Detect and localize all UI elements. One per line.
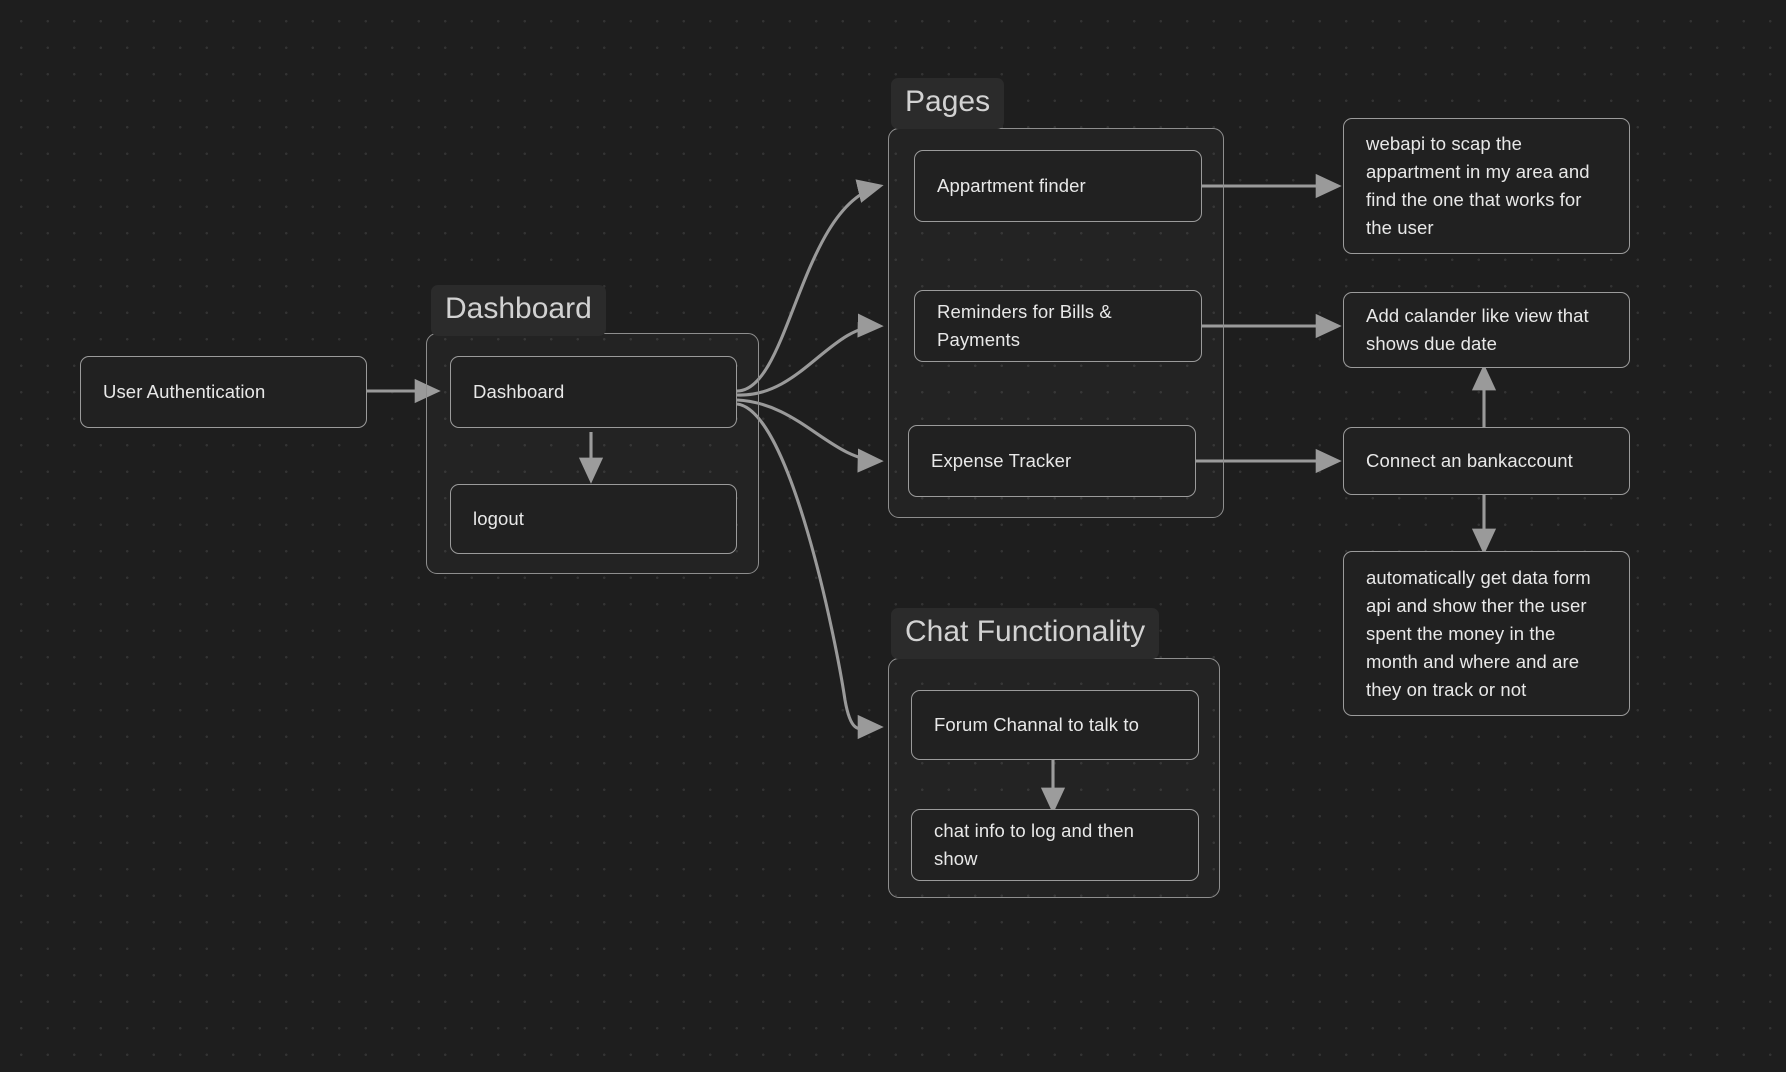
group-label-dashboard: Dashboard — [431, 285, 606, 336]
node-forum-channel[interactable]: Forum Channal to talk to — [911, 690, 1199, 760]
node-reminders-bills-payments[interactable]: Reminders for Bills & Payments — [914, 290, 1202, 362]
node-auto-data-note[interactable]: automatically get data form api and show… — [1343, 551, 1630, 716]
node-expense-tracker[interactable]: Expense Tracker — [908, 425, 1196, 497]
group-label-pages: Pages — [891, 78, 1005, 129]
group-label-chat-functionality: Chat Functionality — [891, 608, 1160, 659]
node-dashboard[interactable]: Dashboard — [450, 356, 737, 428]
node-user-authentication[interactable]: User Authentication — [80, 356, 367, 428]
group-pages[interactable] — [888, 128, 1224, 518]
node-webapi-note[interactable]: webapi to scap the appartment in my area… — [1343, 118, 1630, 254]
node-connect-bankaccount[interactable]: Connect an bankaccount — [1343, 427, 1630, 495]
node-chat-info[interactable]: chat info to log and then show — [911, 809, 1199, 881]
node-logout[interactable]: logout — [450, 484, 737, 554]
node-calendar-note[interactable]: Add calander like view that shows due da… — [1343, 292, 1630, 368]
node-appartment-finder[interactable]: Appartment finder — [914, 150, 1202, 222]
